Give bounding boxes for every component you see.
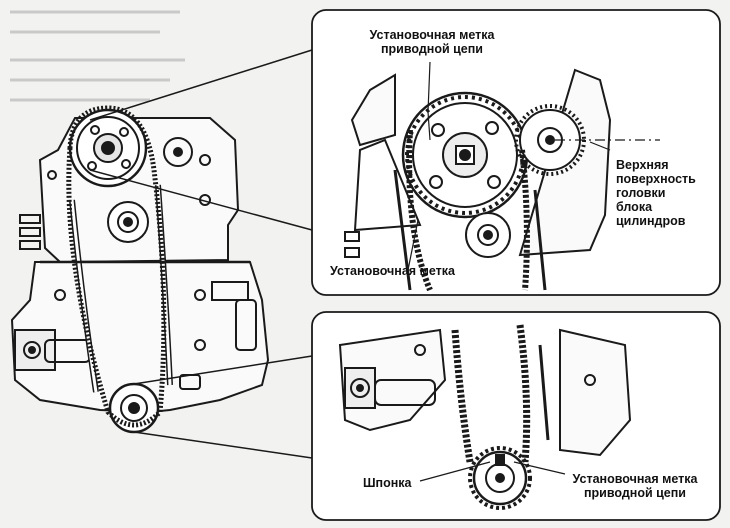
timing-mark-label: Установочная метка <box>330 264 455 278</box>
upper-surface-label: Верхняя поверхность головки блока цилинд… <box>616 158 696 228</box>
label-line: Верхняя <box>616 158 669 172</box>
top-chain-timing-mark-label: Установочная метка приводной цепи <box>352 28 512 56</box>
label-line: блока <box>616 200 653 214</box>
label-line: Установочная метка <box>572 472 698 486</box>
main-engine-drawing <box>10 105 270 434</box>
label-line: Установочная метка <box>369 28 495 42</box>
label-line: поверхность <box>616 172 696 186</box>
top-callout-wedge <box>89 49 313 231</box>
bottom-inset-panel <box>311 311 721 521</box>
bottom-chain-timing-mark-label: Установочная метка приводной цепи <box>560 472 710 500</box>
bottom-callout-wedge <box>133 355 313 459</box>
key-label: Шпонка <box>363 476 412 490</box>
background-text-lines <box>10 10 185 102</box>
label-line: головки <box>616 186 666 200</box>
label-line: цилиндров <box>616 214 686 228</box>
label-line: приводной цепи <box>583 486 686 500</box>
top-inset-panel <box>311 9 721 296</box>
label-line: приводной цепи <box>380 42 483 56</box>
